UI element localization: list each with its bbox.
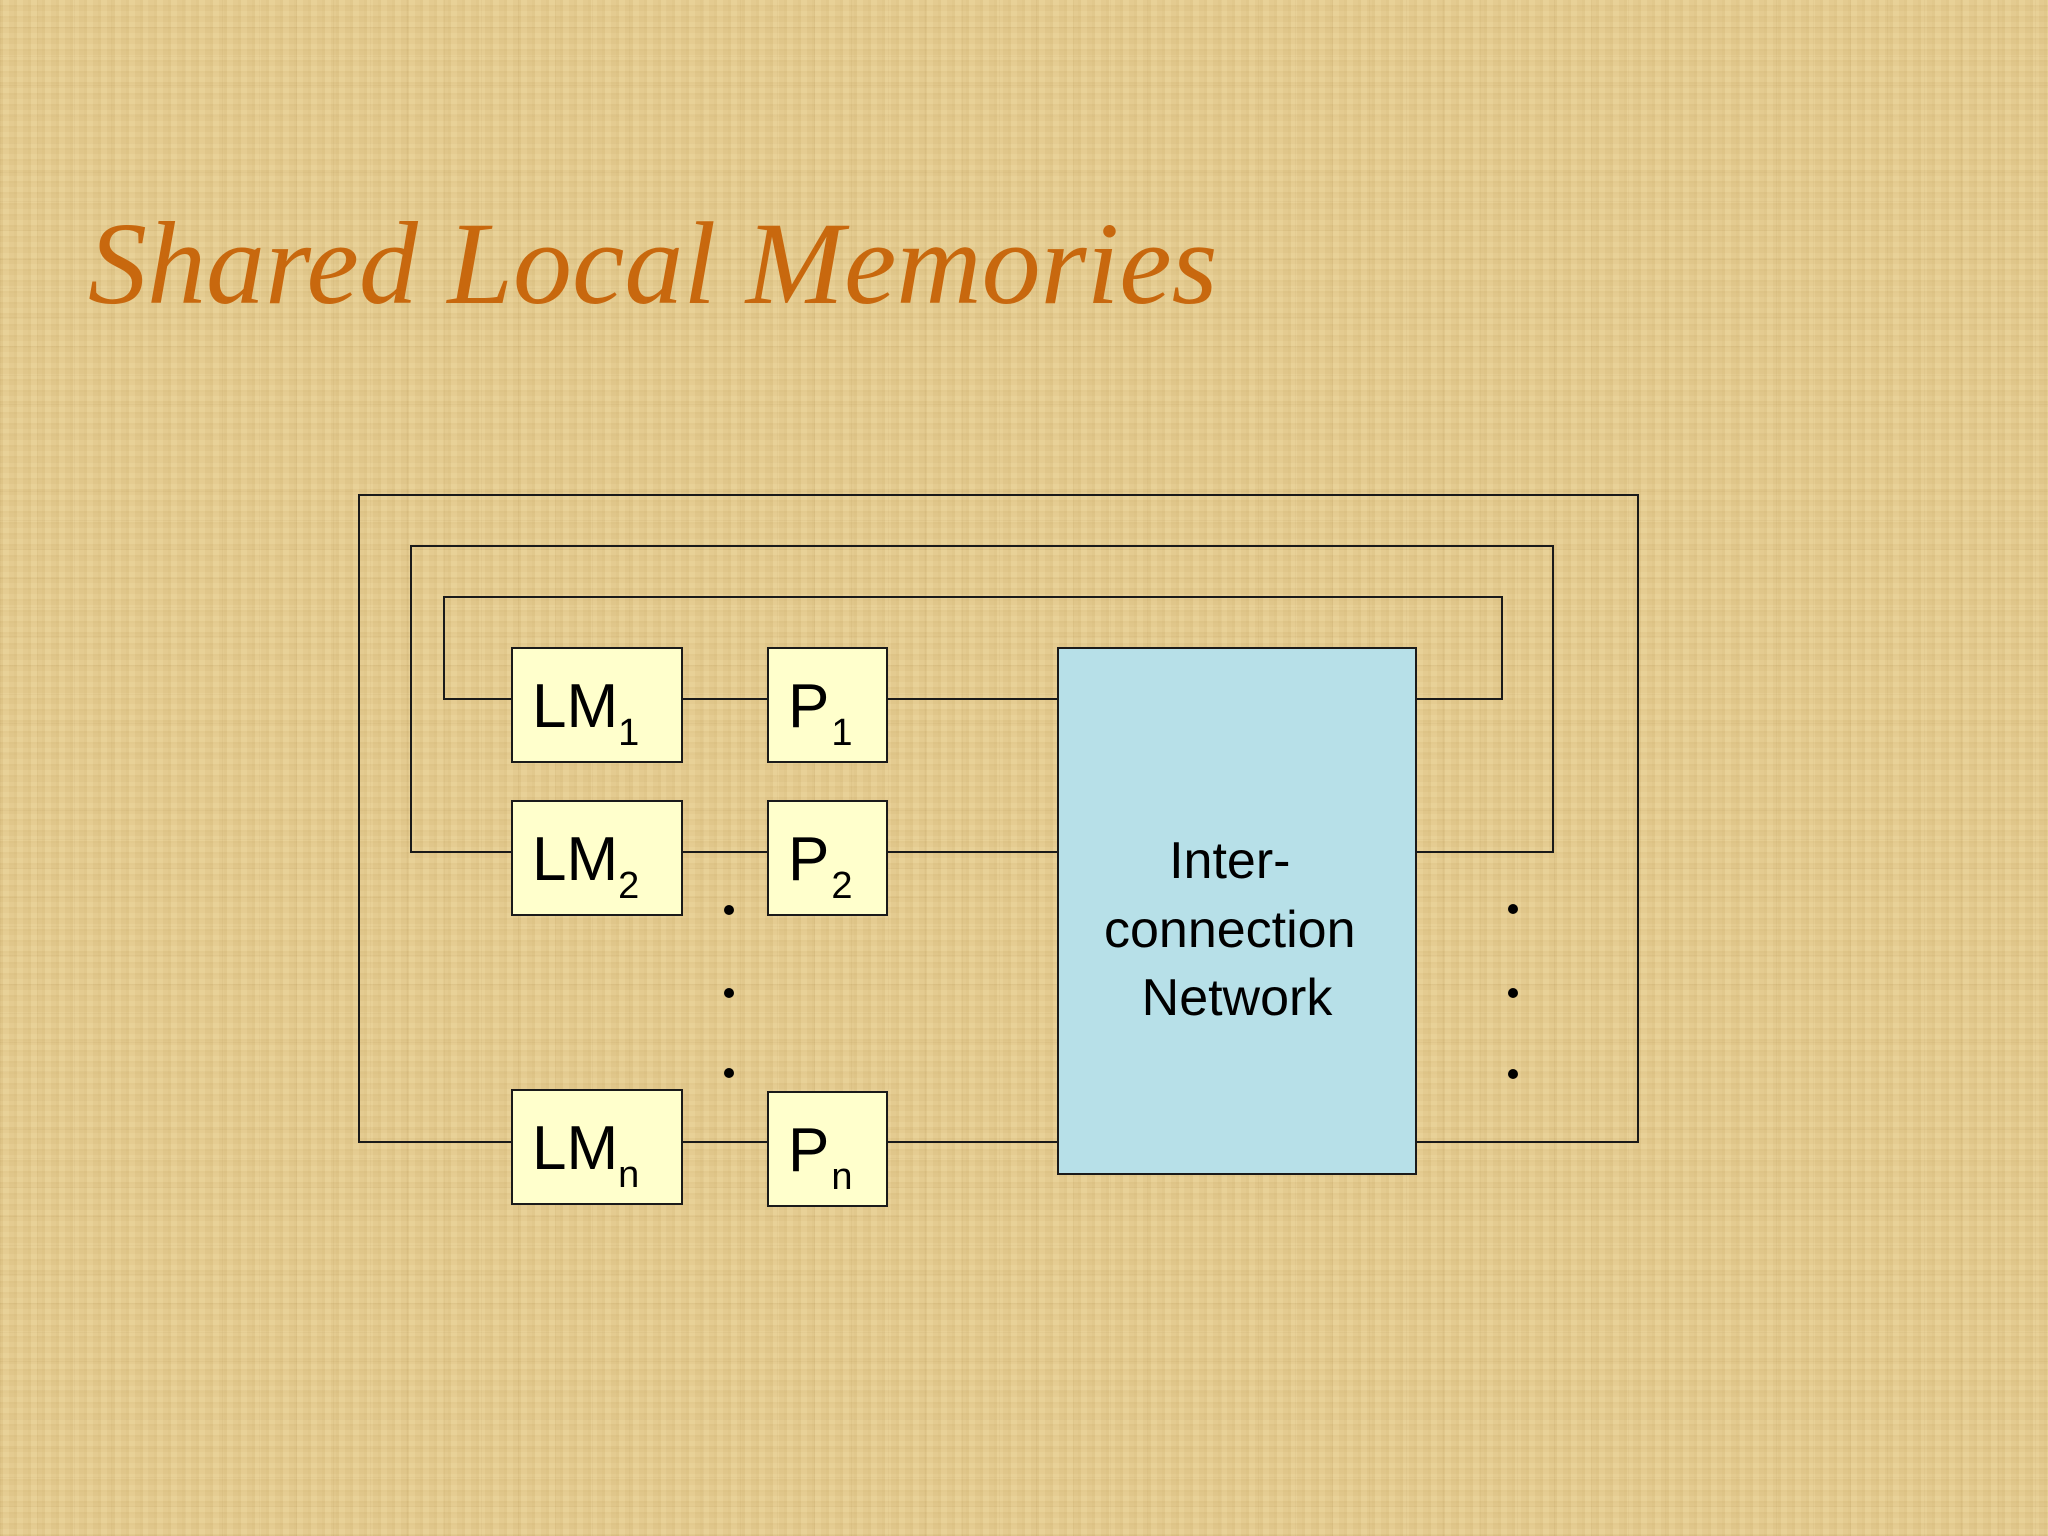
loop-wire-2	[410, 545, 1554, 853]
processor-n-label: Pn	[788, 1116, 853, 1198]
local-memory-1-label: LM1	[532, 672, 639, 754]
interconnection-network-box	[1057, 647, 1417, 1175]
network-label: Inter- connection Network	[1104, 832, 1370, 1027]
left-ellipsis-dots	[724, 905, 734, 1078]
processor-1-box	[767, 647, 888, 763]
loop-wire-n	[358, 494, 1639, 1143]
slide-title: Shared Local Memories	[88, 198, 1218, 329]
local-memory-n-box	[511, 1089, 683, 1205]
processor-2-box	[767, 800, 888, 916]
local-memory-1-box	[511, 647, 683, 763]
processor-1-label: P1	[788, 672, 853, 754]
loop-wire-1	[443, 596, 1503, 700]
local-memory-2-label: LM2	[532, 825, 639, 907]
local-memory-2-box	[511, 800, 683, 916]
right-ellipsis-dots	[1508, 904, 1518, 1079]
processor-n-box	[767, 1091, 888, 1207]
processor-2-label: P2	[788, 825, 853, 907]
local-memory-n-label: LMn	[532, 1114, 639, 1196]
